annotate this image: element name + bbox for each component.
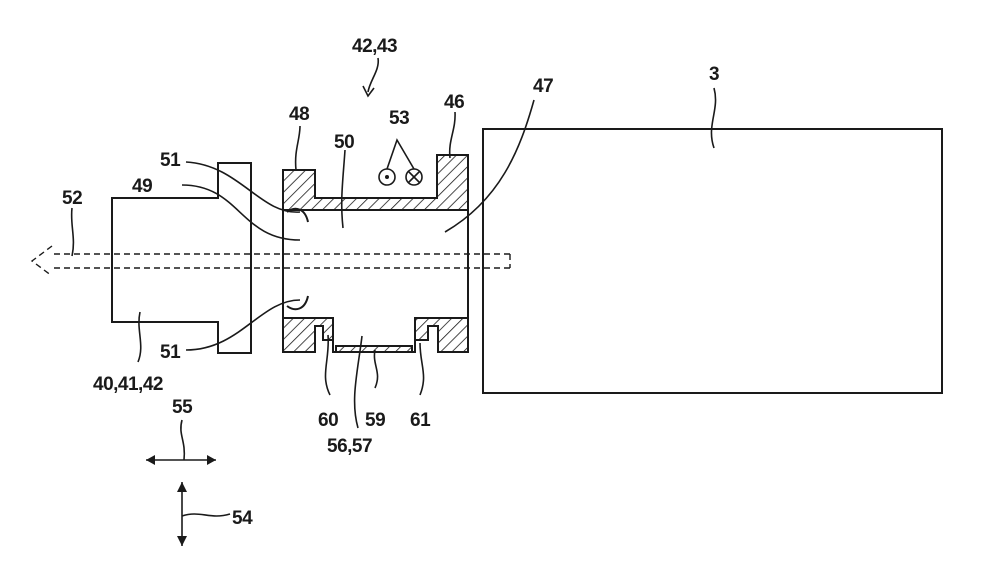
housing-block-48: [283, 155, 468, 210]
label-61: 61: [410, 410, 431, 431]
housing-bottom-left-block: [283, 318, 333, 352]
leader-61: [420, 343, 424, 395]
arrow-42-43: [363, 58, 378, 96]
label-50: 50: [334, 132, 354, 153]
arrow-54: [177, 482, 230, 546]
label-52: 52: [62, 188, 82, 209]
arrow-52: [52, 254, 510, 268]
label-42-43: 42,43: [352, 36, 397, 57]
label-51-top: 51: [160, 150, 181, 171]
leader-60: [325, 335, 330, 395]
label-60: 60: [318, 410, 338, 431]
label-3: 3: [709, 64, 719, 85]
label-54: 54: [232, 508, 253, 529]
label-53: 53: [389, 108, 409, 129]
label-40-41-42: 40,41,42: [93, 374, 163, 395]
label-59: 59: [365, 410, 385, 431]
leader-48: [296, 126, 300, 170]
arrow-52-head: [32, 246, 52, 276]
label-51-bottom: 51: [160, 342, 181, 363]
label-56-57: 56,57: [327, 436, 372, 457]
leader-59: [374, 350, 377, 388]
leader-50: [342, 150, 345, 228]
arrow-55: [146, 420, 216, 465]
groove-hatch-strip: [336, 346, 412, 352]
seal-51-bottom: [287, 296, 308, 309]
leader-52: [72, 208, 74, 256]
label-47: 47: [533, 76, 553, 97]
label-46: 46: [444, 92, 464, 113]
component-3-box: [483, 129, 942, 393]
housing-bottom-right-block: [415, 318, 468, 352]
leader-46: [450, 112, 455, 158]
label-48: 48: [289, 104, 309, 125]
leader-3: [711, 88, 715, 148]
label-55: 55: [172, 397, 193, 418]
label-49: 49: [132, 176, 152, 197]
leader-40: [138, 312, 141, 362]
symbol-53: [379, 140, 422, 185]
